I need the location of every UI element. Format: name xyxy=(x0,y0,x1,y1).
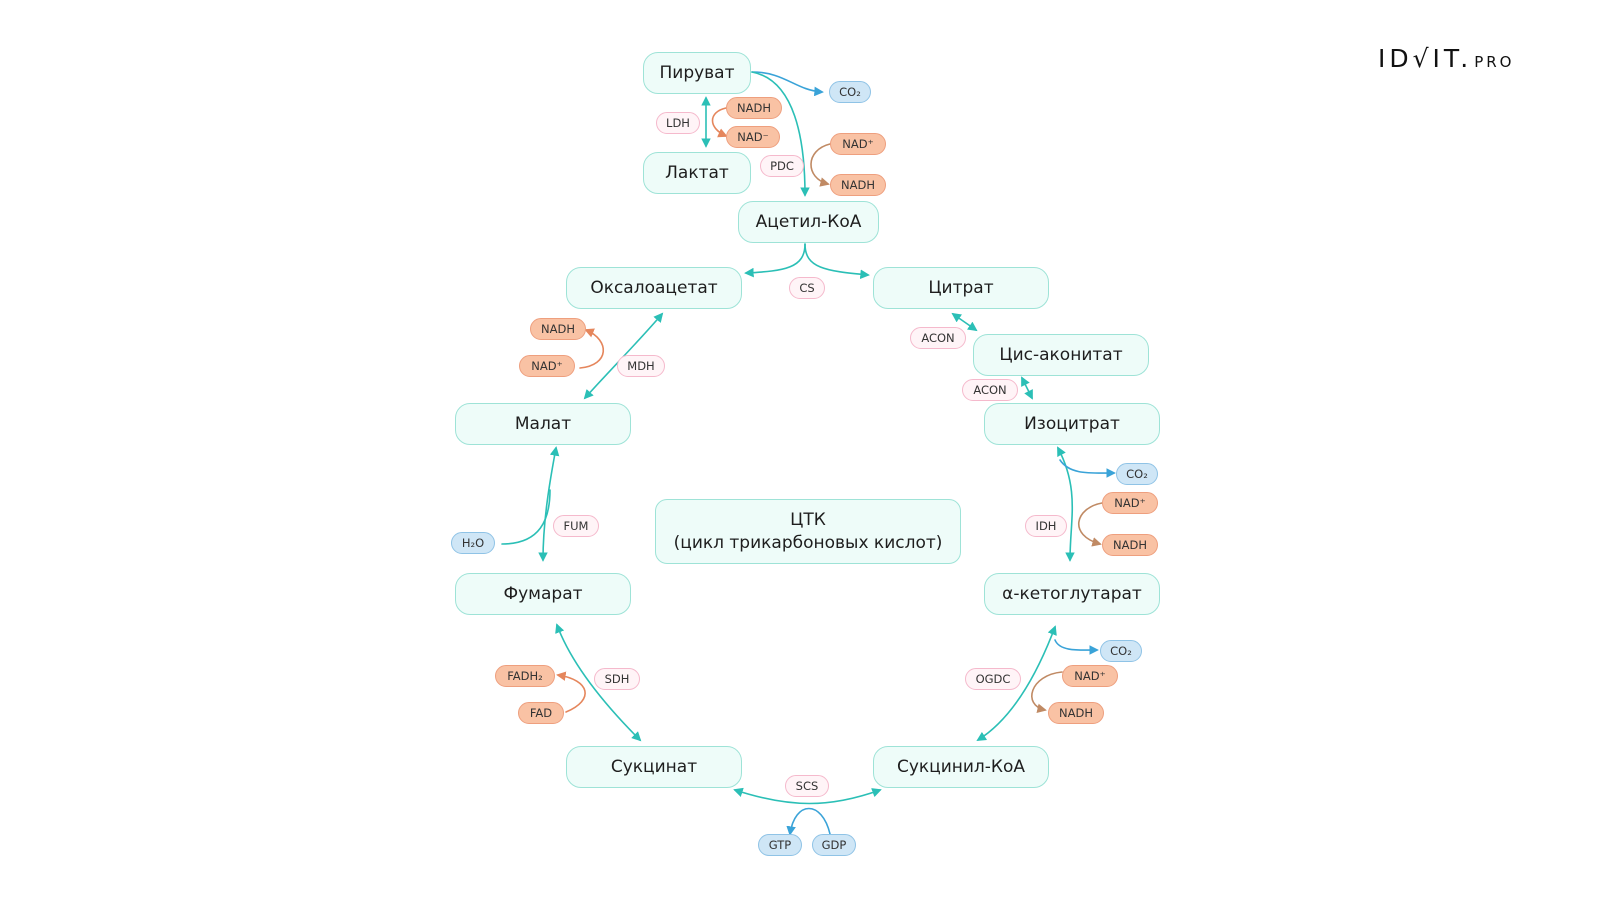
cofactor-nad-mdh: NAD⁺ xyxy=(519,355,575,377)
arrow-isocitrate-akg xyxy=(1057,446,1075,562)
enzyme-ogdc: OGDC xyxy=(965,668,1021,690)
node-lactate: Лактат xyxy=(643,152,751,194)
node-oxaloacetate: Оксалоацетат xyxy=(566,267,742,309)
molecule-co2-idh: CO₂ xyxy=(1116,463,1158,485)
enzyme-idh: IDH xyxy=(1025,515,1067,537)
enzyme-cs: CS xyxy=(789,277,825,299)
node-cis-aconitate: Цис-аконитат xyxy=(973,334,1149,376)
arrow-akg-succinylcoa xyxy=(976,625,1057,742)
node-malate: Малат xyxy=(455,403,631,445)
molecule-co2-pdc: CO₂ xyxy=(829,81,871,103)
enzyme-acon-2: ACON xyxy=(962,379,1018,401)
arrow-pyruvate-co2 xyxy=(751,71,824,97)
arrow-mdh-nad xyxy=(579,328,605,369)
arrow-cisaconitate-isocitrate xyxy=(1021,376,1033,400)
cofactor-nadh-pdc: NADH xyxy=(830,174,886,196)
molecule-h2o: H₂O xyxy=(451,532,495,554)
arrow-succinylcoa-succinate xyxy=(733,787,882,805)
molecule-gdp: GDP xyxy=(812,834,856,856)
cofactor-fad: FAD xyxy=(518,702,564,724)
node-pyruvate: Пируват xyxy=(643,52,751,94)
center-title-line2: (цикл трикарбоновых кислот) xyxy=(673,532,943,553)
arrow-pyruvate-acetylcoa xyxy=(751,71,810,197)
brand-logo-suffix: PRO xyxy=(1474,53,1515,71)
arrow-citrate-cisaconitate xyxy=(951,312,978,332)
arrow-sdh-fad xyxy=(556,671,586,713)
cofactor-fadh2: FADH₂ xyxy=(495,665,555,687)
node-acetyl-coa: Ацетил-КоА xyxy=(738,201,879,243)
enzyme-scs: SCS xyxy=(785,775,829,797)
arrow-idh-nad xyxy=(1078,502,1103,547)
arrow-fumarate-malate xyxy=(538,446,560,562)
arrow-ldh-nadh xyxy=(711,107,728,138)
cofactor-nad-ogdc: NAD⁺ xyxy=(1062,665,1118,687)
enzyme-mdh: MDH xyxy=(617,355,665,377)
arrow-acetylcoa-citrate xyxy=(804,243,870,280)
cofactor-nad-ldh: NAD⁻ xyxy=(726,126,780,148)
arrow-pdc-nad xyxy=(810,143,831,187)
molecule-gtp: GTP xyxy=(758,834,802,856)
cofactor-nadh-ldh: NADH xyxy=(726,97,782,119)
arrow-akg-co2 xyxy=(1054,639,1099,655)
node-alpha-ketoglutarate: α-кетоглутарат xyxy=(984,573,1160,615)
brand-logo-main: ID√IT. xyxy=(1378,44,1473,73)
enzyme-fum: FUM xyxy=(553,515,599,537)
enzyme-acon-1: ACON xyxy=(910,327,966,349)
node-fumarate: Фумарат xyxy=(455,573,631,615)
enzyme-ldh: LDH xyxy=(656,112,700,134)
arrow-acetylcoa-split xyxy=(744,243,806,278)
arrow-ogdc-nad xyxy=(1031,671,1063,714)
arrow-h2o-fum xyxy=(501,489,551,545)
cofactor-nadh-mdh: NADH xyxy=(530,318,586,340)
node-citrate: Цитрат xyxy=(873,267,1049,309)
node-succinyl-coa: Сукцинил-КоА xyxy=(873,746,1049,788)
cofactor-nad-pdc: NAD⁺ xyxy=(830,133,886,155)
cofactor-nadh-ogdc: NADH xyxy=(1048,702,1104,724)
molecule-co2-ogdc: CO₂ xyxy=(1100,640,1142,662)
cofactor-nad-idh: NAD⁺ xyxy=(1102,492,1158,514)
cofactor-nadh-idh: NADH xyxy=(1102,534,1158,556)
center-title-line1: ЦТК xyxy=(790,509,826,530)
arrow-succinate-fumarate xyxy=(555,623,642,742)
brand-logo: ID√IT. PRO xyxy=(1378,44,1514,73)
arrow-isocitrate-co2 xyxy=(1059,459,1116,478)
enzyme-sdh: SDH xyxy=(594,668,640,690)
center-title: ЦТК (цикл трикарбоновых кислот) xyxy=(655,499,961,564)
node-succinate: Сукцинат xyxy=(566,746,742,788)
node-isocitrate: Изоцитрат xyxy=(984,403,1160,445)
enzyme-pdc: PDC xyxy=(760,155,804,177)
arrow-gdp-gtp xyxy=(786,807,831,836)
